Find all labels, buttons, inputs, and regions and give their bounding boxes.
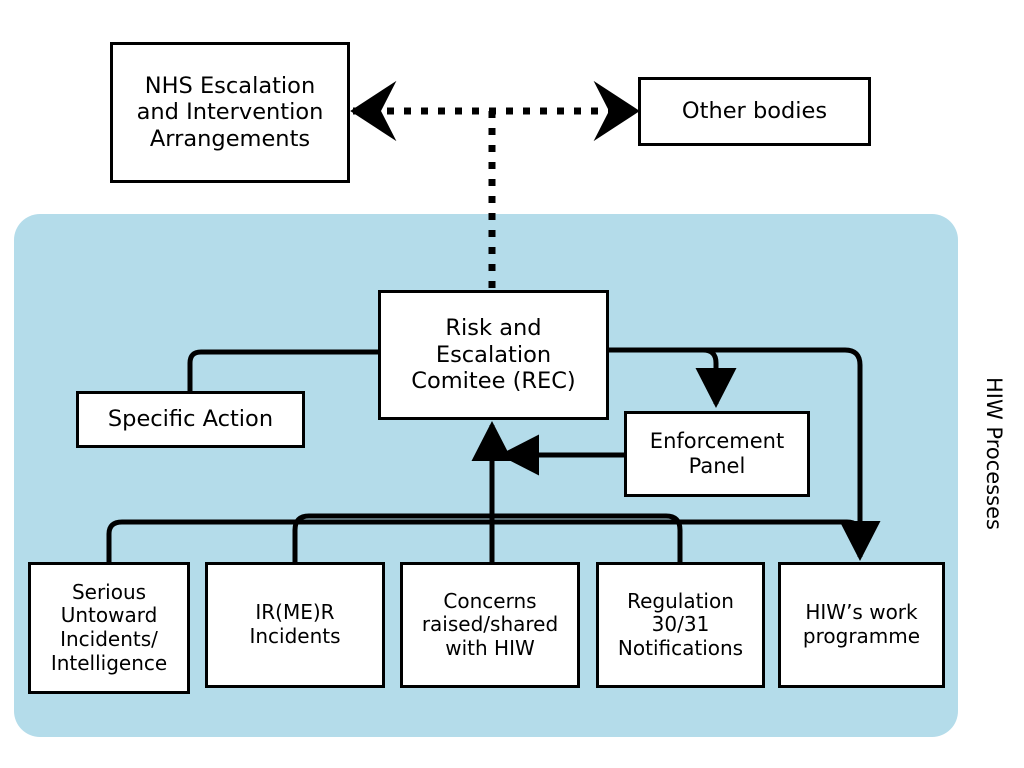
node-rec[interactable]: Risk and Escalation Comitee (REC): [378, 290, 609, 420]
panel-side-label: HIW Processes: [982, 377, 1006, 530]
node-nhs-escalation[interactable]: NHS Escalation and Intervention Arrangem…: [110, 42, 350, 183]
node-concerns-raised[interactable]: Concerns raised/shared with HIW: [400, 562, 580, 688]
node-specific-action-label: Specific Action: [107, 406, 274, 433]
node-specific-action[interactable]: Specific Action: [76, 391, 305, 448]
connector-rec-to-enforcement-panel: [608, 347, 737, 409]
node-rec-label: Risk and Escalation Comitee (REC): [411, 315, 576, 395]
node-other-bodies-label: Other bodies: [681, 98, 828, 125]
connector-rec-to-specific-action: [187, 349, 379, 392]
node-other-bodies[interactable]: Other bodies: [638, 77, 871, 146]
connector-rec-to-hiw-work-programme: [608, 347, 881, 562]
node-enforcement-panel[interactable]: Enforcement Panel: [624, 411, 810, 497]
node-nhs-escalation-label: NHS Escalation and Intervention Arrangem…: [136, 72, 324, 152]
node-serious-untoward-label: Serious Untoward Incidents/ Intelligence: [50, 579, 168, 675]
node-hiw-work-programme[interactable]: HIW’s work programme: [778, 562, 945, 688]
connector-inputs-to-rec: [106, 420, 863, 563]
node-concerns-raised-label: Concerns raised/shared with HIW: [421, 588, 559, 660]
node-irmer-incidents[interactable]: IR(ME)R Incidents: [205, 562, 385, 688]
node-serious-untoward[interactable]: Serious Untoward Incidents/ Intelligence: [28, 562, 190, 694]
node-irmer-incidents-label: IR(ME)R Incidents: [249, 600, 341, 648]
node-regulation-notifications-label: Regulation 30/31 Notifications: [617, 588, 744, 660]
node-regulation-notifications[interactable]: Regulation 30/31 Notifications: [596, 562, 765, 688]
node-enforcement-panel-label: Enforcement Panel: [649, 429, 785, 478]
node-hiw-work-programme-label: HIW’s work programme: [802, 600, 921, 648]
